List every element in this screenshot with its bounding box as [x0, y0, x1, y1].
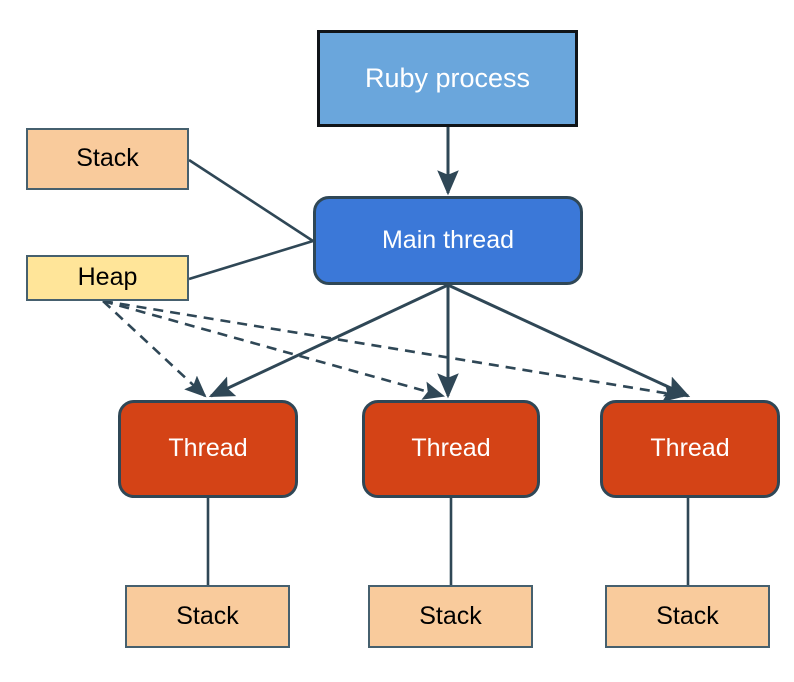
node-thread-2[interactable]: Thread: [362, 400, 540, 498]
node-ruby-process[interactable]: Ruby process: [317, 30, 578, 127]
node-thread-1-label: Thread: [168, 434, 248, 463]
node-process-heap-label: Heap: [77, 263, 138, 292]
node-process-stack[interactable]: Stack: [26, 128, 189, 190]
node-process-heap[interactable]: Heap: [26, 255, 189, 301]
node-thread-1[interactable]: Thread: [118, 400, 298, 498]
node-main-thread-label: Main thread: [381, 225, 515, 254]
node-thread-2-stack[interactable]: Stack: [368, 585, 533, 648]
node-ruby-process-label: Ruby process: [364, 62, 531, 93]
edge-heap-to-thread-2: [102, 299, 446, 400]
edge-process-heap-to-main-thread: [188, 239, 314, 281]
edge-main-thread-to-thread-3: [447, 283, 691, 398]
node-thread-3-stack-label: Stack: [656, 601, 719, 630]
node-main-thread[interactable]: Main thread: [313, 196, 583, 285]
edge-process-stack-to-main-thread: [188, 158, 314, 243]
node-thread-3[interactable]: Thread: [600, 400, 780, 498]
node-thread-1-stack[interactable]: Stack: [125, 585, 290, 648]
edge-heap-to-thread-3: [102, 299, 686, 403]
node-thread-3-label: Thread: [650, 434, 730, 463]
node-thread-3-stack[interactable]: Stack: [605, 585, 770, 648]
node-thread-1-stack-label: Stack: [176, 601, 239, 630]
node-thread-2-label: Thread: [411, 434, 491, 463]
node-process-stack-label: Stack: [76, 144, 139, 173]
edge-heap-to-thread-1: [102, 300, 207, 398]
node-thread-2-stack-label: Stack: [419, 601, 482, 630]
edge-main-thread-to-thread-1: [208, 283, 449, 398]
